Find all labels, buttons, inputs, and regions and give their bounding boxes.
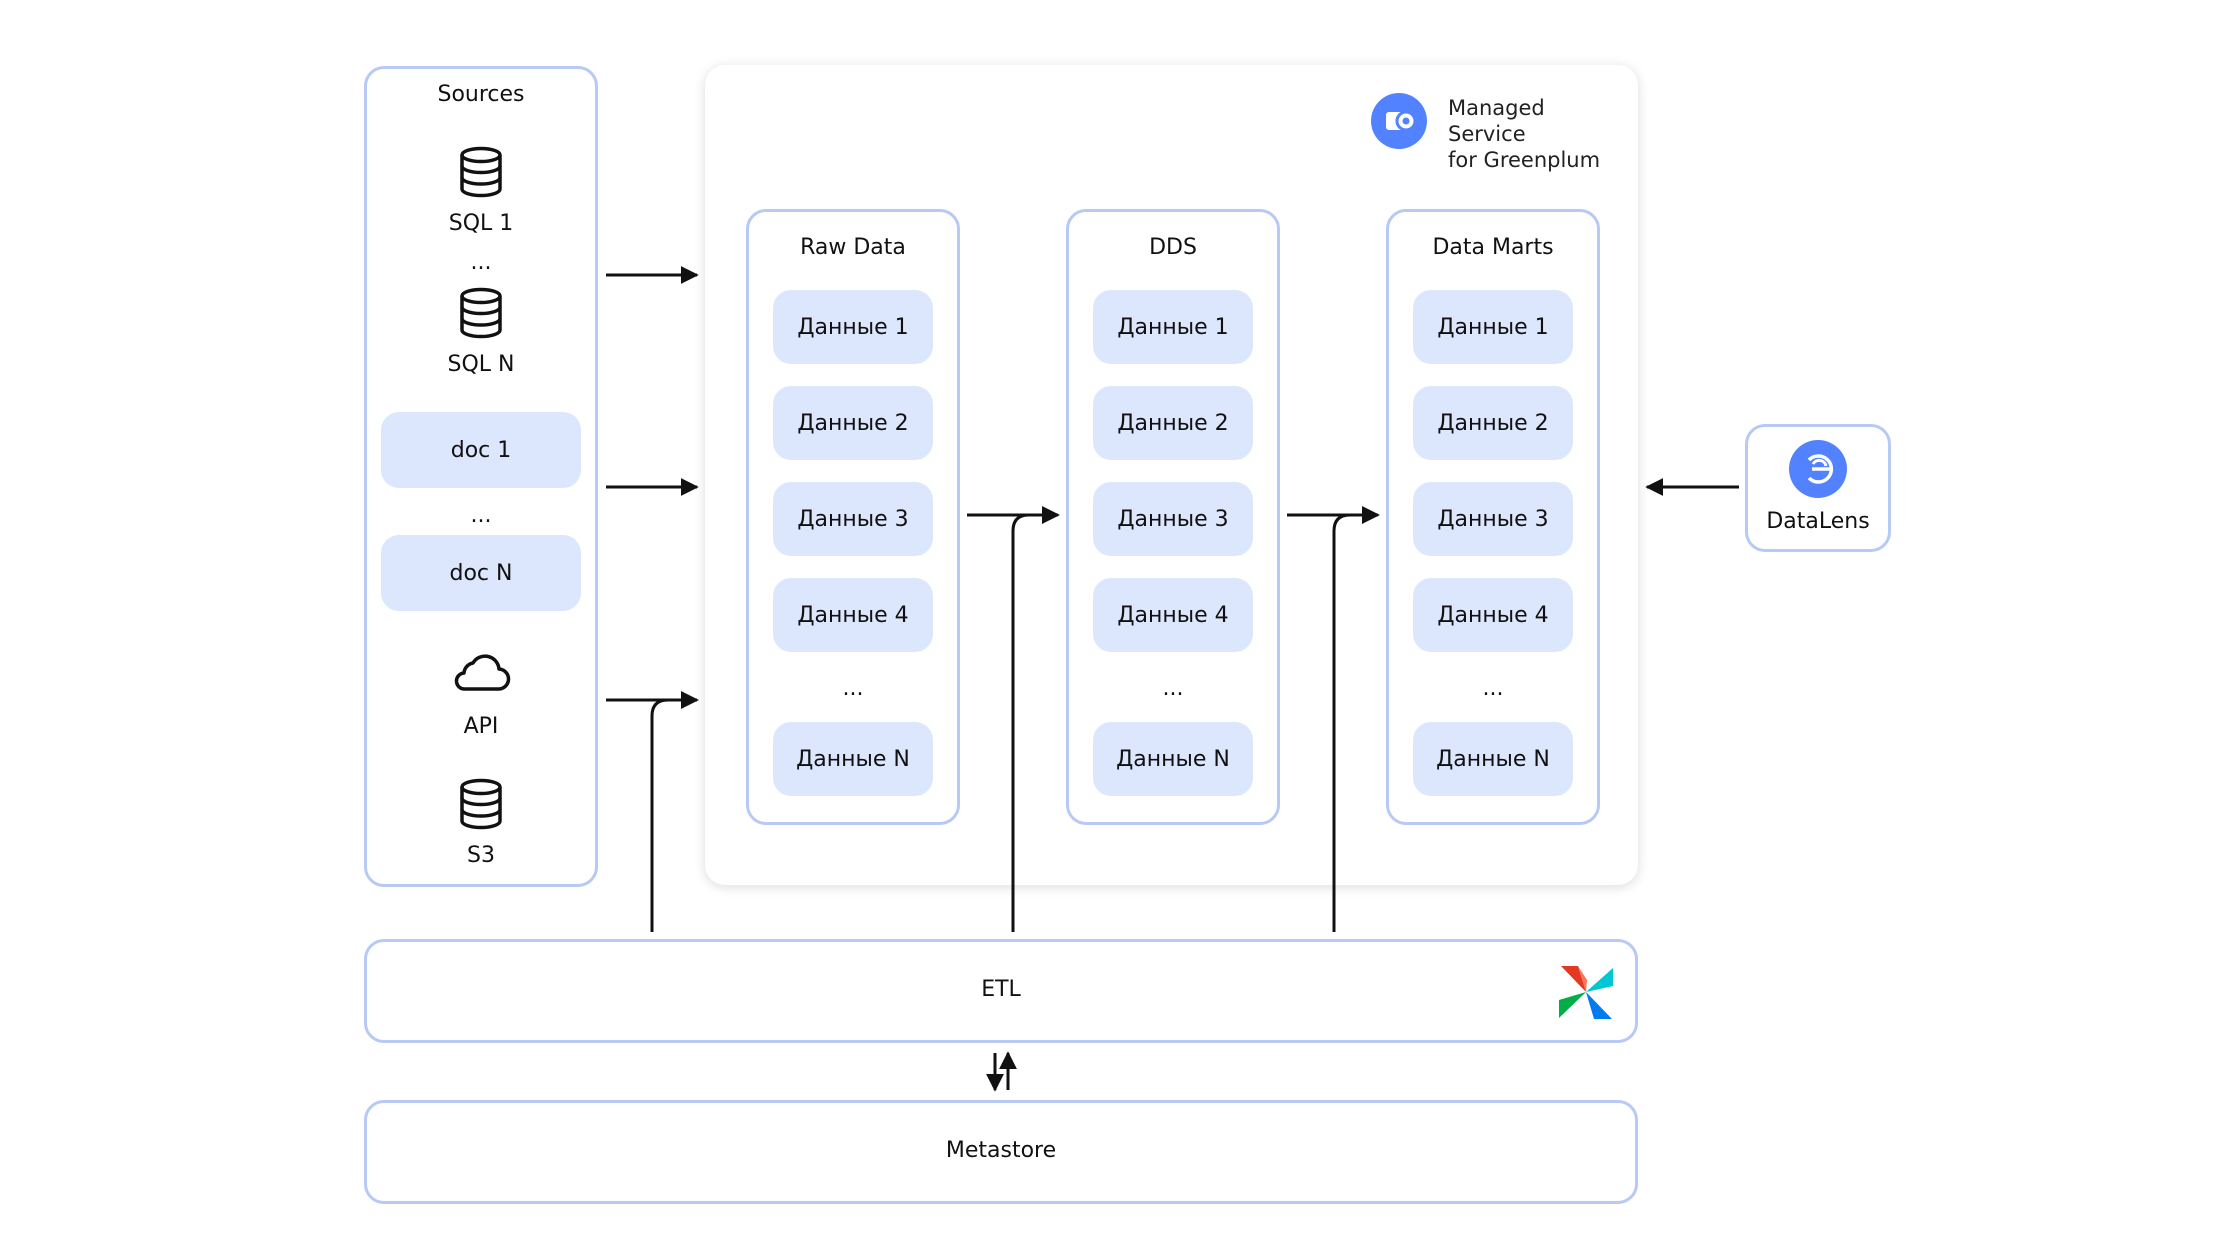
raw-data-item: Данные 2 (773, 386, 933, 460)
database-icon (459, 778, 503, 830)
data-marts-item: Данные 3 (1413, 482, 1573, 556)
source-doc1: doc 1 (381, 412, 581, 488)
arrow-etl-to-raw (650, 691, 699, 932)
data-marts-ellipsis: ... (1482, 676, 1504, 701)
datalens-label: DataLens (1766, 509, 1870, 534)
dds-ellipsis: ... (1162, 676, 1184, 701)
dds-item: Данные 4 (1093, 578, 1253, 652)
raw-data-title: Raw Data (800, 235, 906, 260)
database-icon (459, 146, 503, 198)
service-title-line2: for Greenplum (1448, 148, 1601, 172)
sources-title: Sources (437, 82, 525, 107)
data-marts-item: Данные 2 (1413, 386, 1573, 460)
airflow-icon (1556, 962, 1616, 1022)
source-ellipsis: ... (470, 503, 492, 528)
etl-label: ETL (981, 977, 1021, 1002)
raw-data-item: Данные 1 (773, 290, 933, 364)
dds-title: DDS (1149, 235, 1197, 260)
arrow-etl-to-marts (1332, 506, 1380, 932)
data-marts-item: Данные N (1413, 722, 1573, 796)
service-title: Managed Service for Greenplum (1448, 95, 1628, 173)
source-sqln-label: SQL N (447, 352, 515, 377)
source-s3-label: S3 (467, 843, 495, 868)
arrow-etl-to-dds (1011, 506, 1060, 932)
metastore-panel (364, 1100, 1638, 1204)
dds-item: Данные 3 (1093, 482, 1253, 556)
raw-data-ellipsis: ... (842, 676, 864, 701)
cloud-icon (451, 648, 511, 694)
raw-data-item: Данные 4 (773, 578, 933, 652)
dds-item: Данные N (1093, 722, 1253, 796)
greenplum-icon (1371, 93, 1427, 149)
metastore-label: Metastore (945, 1138, 1057, 1163)
source-ellipsis: ... (470, 250, 492, 275)
raw-data-item: Данные 3 (773, 482, 933, 556)
data-marts-title: Data Marts (1432, 235, 1554, 260)
raw-data-item: Данные N (773, 722, 933, 796)
etl-panel (364, 939, 1638, 1043)
data-marts-item: Данные 4 (1413, 578, 1573, 652)
source-sql1-label: SQL 1 (448, 211, 514, 236)
database-icon (459, 287, 503, 339)
source-docn: doc N (381, 535, 581, 611)
dds-item: Данные 1 (1093, 290, 1253, 364)
source-api-label: API (463, 714, 499, 739)
dds-item: Данные 2 (1093, 386, 1253, 460)
datalens-icon (1789, 440, 1847, 498)
data-marts-item: Данные 1 (1413, 290, 1573, 364)
service-title-line1: Managed Service (1448, 96, 1545, 146)
